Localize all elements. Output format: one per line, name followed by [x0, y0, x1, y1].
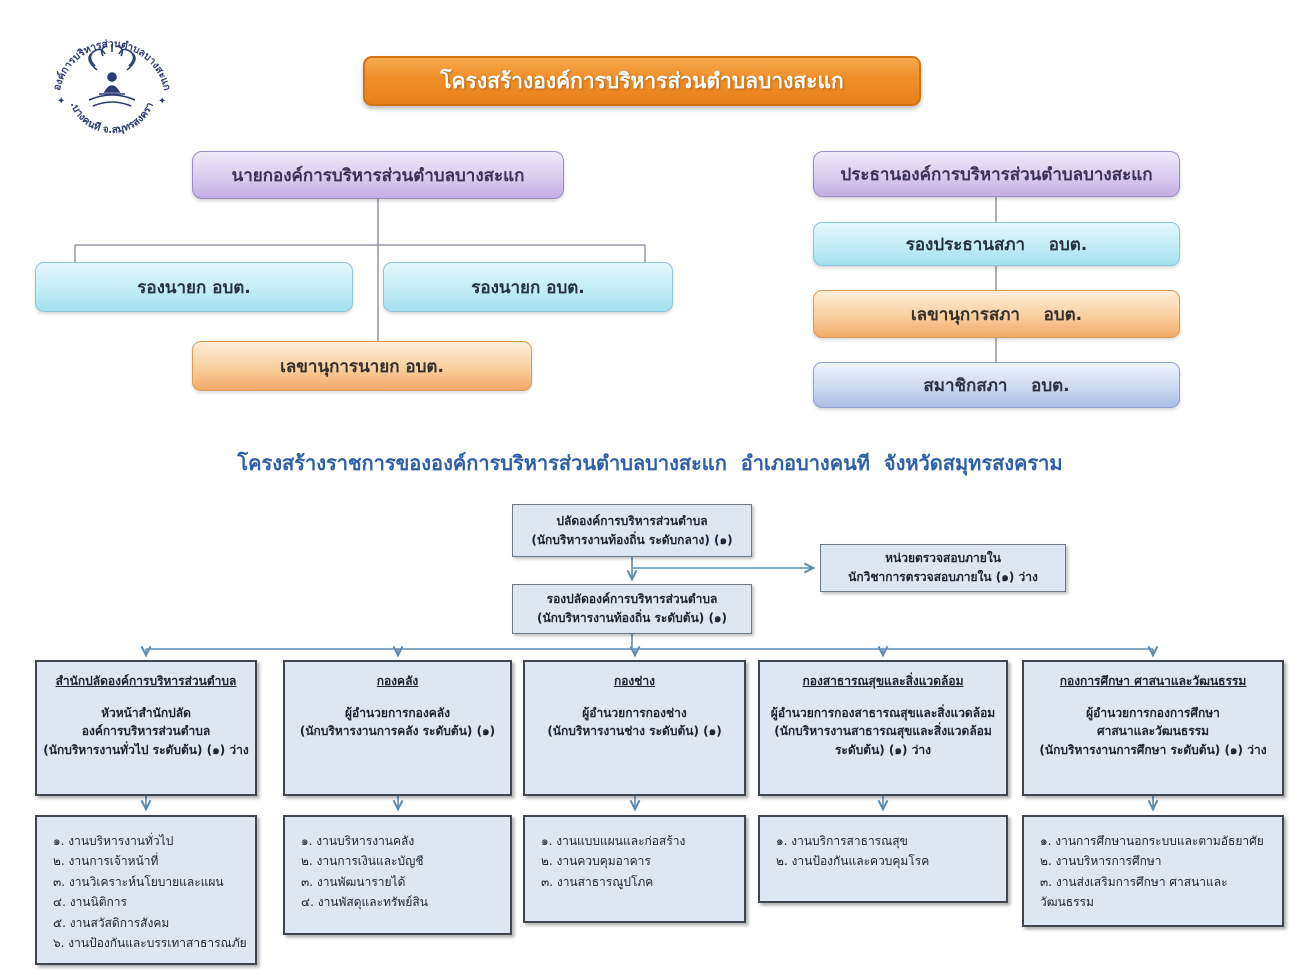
task-item: ๔. งานพัสดุและทรัพย์สิน [301, 895, 428, 910]
clerk-line2: (นักบริหารงานท้องถิ่น ระดับกลาง) (๑) [531, 532, 733, 547]
dept-line: หัวหน้าสำนักปลัด [101, 705, 191, 720]
dept-line: ผู้อำนวยการกองช่าง [582, 705, 687, 720]
dept-title: กองช่าง [613, 674, 656, 688]
task-item: ๓. งานพัฒนารายได้ [301, 874, 406, 889]
dept-line: (นักบริหารงานช่าง ระดับต้น) (๑) [547, 724, 722, 739]
council-head-box: ประธานองค์การบริหารส่วนตำบลบางสะแก [813, 151, 1180, 197]
page-title: โครงสร้างองค์การบริหารส่วนตำบลบางสะแก [440, 68, 844, 93]
task-item: ๑. งานบริหารงานคลัง [301, 834, 415, 848]
council-secretary-box: เลขานุการสภา อบต. [813, 290, 1180, 338]
task-item: ๓. งานวิเคราะห์นโยบายและแผน [53, 874, 224, 889]
clerk-line1: ปลัดองค์การบริหารส่วนตำบล [556, 513, 708, 528]
clerk-box: ปลัดองค์การบริหารส่วนตำบล (นักบริหารงานท… [512, 504, 752, 557]
task-item: ๑. งานบริการสาธารณสุข [776, 834, 908, 848]
mayor-secretary-label: เลขานุการนายก อบต. [280, 356, 444, 377]
dept-box-public-health-division: กองสาธารณสุขและสิ่งแวดล้อม ผู้อำนวยการกอ… [758, 660, 1008, 796]
council-vice-chairman-label: รองประธานสภา อบต. [905, 234, 1088, 255]
task-item: ๖. งานป้องกันและบรรเทาสาธารณภัย [53, 935, 247, 950]
dept-line: ผู้อำนวยการกองการศึกษา [1086, 705, 1220, 720]
dept-title: กองคลัง [376, 674, 419, 688]
dept-line: (นักบริหารงานการคลัง ระดับต้น) (๑) [299, 724, 496, 739]
task-box-finance-division: ๑. งานบริหารงานคลัง ๒. งานการเงินและบัญช… [283, 815, 512, 935]
task-item: ๑. งานแบบแผนและก่อสร้าง [541, 834, 686, 848]
council-members-box: สมาชิกสภา อบต. [813, 362, 1180, 408]
task-box-office-of-the-clerk: ๑. งานบริหารงานทั่วไป ๒. งานการเจ้าหน้าท… [35, 815, 257, 965]
task-item: ๕. งานสวัสดิการสังคม [53, 915, 170, 930]
task-item: ๒. งานการเงินและบัญชี [301, 854, 424, 869]
task-box-public-health-division: ๑. งานบริการสาธารณสุข ๒. งานป้องกันและคว… [758, 815, 1008, 903]
seal-emblem-buddha-tree [88, 44, 136, 107]
dept-title: กองการศึกษา ศาสนาและวัฒนธรรม [1059, 674, 1247, 688]
deputy-clerk-line1: รองปลัดองค์การบริหารส่วนตำบล [546, 592, 718, 607]
task-item: ๒. งานบริหารการศึกษา [1040, 854, 1162, 869]
task-item: ๓. งานส่งเสริมการศึกษา ศาสนาและวัฒนธรรม [1040, 874, 1228, 910]
task-item: ๒. งานป้องกันและควบคุมโรค [776, 854, 930, 869]
task-box-public-works-division: ๑. งานแบบแผนและก่อสร้าง ๒. งานควบคุมอาคา… [523, 815, 746, 923]
dept-box-public-works-division: กองช่าง ผู้อำนวยการกองช่าง (นักบริหารงาน… [523, 660, 746, 796]
dept-box-office-of-the-clerk: สำนักปลัดองค์การบริหารส่วนตำบล หัวหน้าสำ… [35, 660, 257, 796]
deputy-mayor-right-box: รองนายก อบต. [383, 262, 673, 312]
deputy-clerk-line2: (นักบริหารงานท้องถิ่น ระดับต้น) (๑) [536, 611, 728, 625]
task-item: ๑. งานบริหารงานทั่วไป [53, 834, 174, 848]
task-item: ๔. งานนิติการ [53, 895, 127, 910]
internal-audit-line1: หน่วยตรวจสอบภายใน [885, 551, 1001, 566]
page-title-banner: โครงสร้างองค์การบริหารส่วนตำบลบางสะแก [363, 56, 921, 106]
council-members-label: สมาชิกสภา อบต. [923, 375, 1070, 396]
task-item: ๑. งานการศึกษานอกระบบและตามอัธยาศัย [1040, 834, 1264, 848]
dept-line: (นักบริหารงานทั่วไป ระดับต้น) (๑) ว่าง [43, 742, 249, 757]
task-item: ๒. งานการเจ้าหน้าที่ [53, 854, 159, 869]
task-item: ๓. งานสาธารณูปโภค [541, 874, 654, 889]
task-box-education-division: ๑. งานการศึกษานอกระบบและตามอัธยาศัย ๒. ง… [1022, 815, 1284, 927]
task-item: ๒. งานควบคุมอาคาร [541, 854, 651, 869]
seal-star-right: ✦ [158, 96, 166, 107]
dept-line: (นักบริหารงานสาธารณสุขและสิ่งแวดล้อม [774, 724, 992, 739]
dept-box-finance-division: กองคลัง ผู้อำนวยการกองคลัง (นักบริหารงาน… [283, 660, 512, 796]
exec-head-label: นายกองค์การบริหารส่วนตำบลบางสะแก [231, 165, 525, 186]
dept-line: ระดับต้น) (๑) ว่าง [834, 742, 932, 757]
council-head-label: ประธานองค์การบริหารส่วนตำบลบางสะแก [840, 164, 1153, 185]
dept-line: องค์การบริหารส่วนตำบล [81, 724, 211, 739]
seal-star-left: ✦ [57, 96, 65, 107]
dept-title: กองสาธารณสุขและสิ่งแวดล้อม [802, 674, 964, 688]
deputy-mayor-right-label: รองนายก อบต. [471, 277, 585, 298]
internal-audit-box: หน่วยตรวจสอบภายใน นักวิชาการตรวจสอบภายใน… [820, 544, 1066, 592]
dept-box-education-division: กองการศึกษา ศาสนาและวัฒนธรรม ผู้อำนวยการ… [1022, 660, 1284, 796]
section-heading: โครงสร้างราชการขององค์การบริหารส่วนตำบลบ… [237, 451, 1063, 475]
dept-title: สำนักปลัดองค์การบริหารส่วนตำบล [55, 674, 237, 688]
internal-audit-line2: นักวิชาการตรวจสอบภายใน (๑) ว่าง [848, 570, 1038, 584]
dept-line: ผู้อำนวยการกองคลัง [345, 705, 450, 720]
council-secretary-label: เลขานุการสภา อบต. [910, 304, 1083, 325]
deputy-mayor-left-label: รองนายก อบต. [137, 277, 251, 298]
mayor-secretary-box: เลขานุการนายก อบต. [192, 341, 532, 391]
council-vice-chairman-box: รองประธานสภา อบต. [813, 222, 1180, 266]
dept-line: ผู้อำนวยการกองสาธารณสุขและสิ่งแวดล้อม [770, 705, 996, 720]
dept-line: (นักบริหารงานการศึกษา ระดับต้น) (๑) ว่าง [1039, 742, 1267, 757]
exec-head-box: นายกองค์การบริหารส่วนตำบลบางสะแก [192, 151, 564, 199]
municipality-seal-logo: องค์การบริหารส่วนตำบลบางสะแก อ.บางคนที จ… [45, 30, 172, 136]
deputy-clerk-box: รองปลัดองค์การบริหารส่วนตำบล (นักบริหารง… [512, 584, 752, 634]
deputy-mayor-left-box: รองนายก อบต. [35, 262, 353, 312]
dept-line: ศาสนาและวัฒนธรรม [1096, 724, 1210, 739]
